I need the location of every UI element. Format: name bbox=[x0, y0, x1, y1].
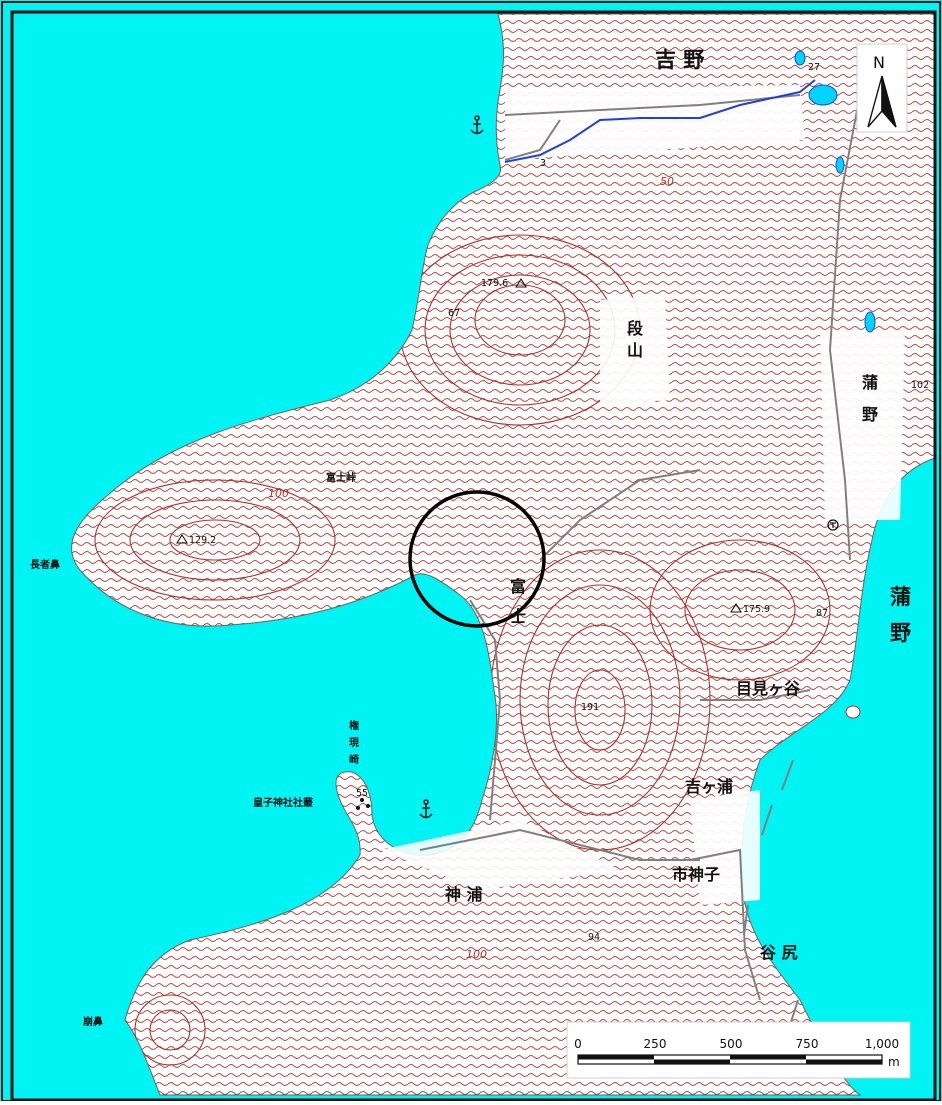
elevation-3: 3 bbox=[540, 158, 546, 169]
north-arrow-icon bbox=[867, 75, 897, 128]
elevation-179: 179.6 bbox=[481, 278, 508, 289]
triangulation-point-icon bbox=[176, 277, 742, 613]
place-tanijiri: 谷 尻 bbox=[760, 943, 798, 962]
contour-label-100-south: 100 bbox=[466, 948, 487, 961]
elevation-55: 55 bbox=[356, 788, 368, 799]
scale-unit: m bbox=[888, 1055, 900, 1069]
scale-tick-1000: 1,000 bbox=[865, 1037, 899, 1051]
svg-text:野: 野 bbox=[862, 405, 878, 424]
scale-tick-0: 0 bbox=[574, 1037, 582, 1051]
svg-text:現: 現 bbox=[349, 737, 359, 749]
place-fujitoge: 富士峠 bbox=[326, 471, 356, 484]
svg-text:段: 段 bbox=[627, 319, 644, 338]
scale-tick-500: 500 bbox=[720, 1037, 743, 1051]
svg-text:山: 山 bbox=[627, 341, 643, 360]
contour-label-50: 50 bbox=[660, 175, 674, 188]
settlement-areas bbox=[380, 85, 905, 905]
svg-text:蒲: 蒲 bbox=[862, 373, 878, 392]
svg-text:権: 権 bbox=[349, 719, 359, 732]
ponds bbox=[794, 50, 876, 333]
place-kiganoura: 吉ヶ浦 bbox=[685, 777, 733, 796]
svg-text:蒲: 蒲 bbox=[890, 585, 911, 609]
scale-bar: 0 250 500 750 1,000 m bbox=[566, 1021, 911, 1079]
contour-label-100-west: 100 bbox=[268, 487, 289, 500]
place-fuji: 富 士 bbox=[510, 577, 526, 626]
place-megamigatani: 目見ヶ谷 bbox=[736, 679, 801, 698]
scale-tick-250: 250 bbox=[644, 1037, 667, 1051]
svg-text:士: 士 bbox=[510, 607, 526, 626]
breakwater bbox=[743, 759, 799, 1026]
north-arrow: N bbox=[856, 43, 908, 133]
place-gamano-coast: 蒲 野 bbox=[890, 585, 911, 645]
river bbox=[504, 79, 816, 163]
anchor-icon bbox=[419, 799, 433, 819]
elevation-191: 191 bbox=[581, 702, 599, 713]
shrine-icon bbox=[356, 798, 370, 810]
islet bbox=[845, 705, 861, 719]
svg-text:崎: 崎 bbox=[349, 753, 359, 766]
place-kuzurebana: 崩鼻 bbox=[83, 1015, 103, 1028]
place-gongenzaki: 権 現 崎 bbox=[349, 719, 359, 766]
place-gamano-inland: 蒲 野 bbox=[862, 373, 878, 424]
scale-tick-750: 750 bbox=[796, 1037, 819, 1051]
anchor-icon bbox=[470, 115, 484, 135]
place-kamiura: 神 浦 bbox=[445, 885, 483, 904]
svg-text:富: 富 bbox=[510, 577, 526, 596]
elevation-175: 175.9 bbox=[743, 604, 770, 615]
elevation-67: 67 bbox=[448, 308, 460, 319]
elevation-129: 129.2 bbox=[189, 535, 216, 546]
place-yoshino: 吉 野 bbox=[655, 48, 704, 72]
place-ichikamiko: 市神子 bbox=[672, 865, 720, 884]
north-label: N bbox=[873, 53, 885, 72]
elevation-27: 27 bbox=[808, 62, 820, 73]
place-danyama: 段 山 bbox=[627, 319, 644, 360]
svg-text:野: 野 bbox=[890, 621, 911, 645]
place-choja-bana: 長者鼻 bbox=[30, 558, 60, 571]
elevation-87: 87 bbox=[816, 608, 828, 619]
post-office-icon bbox=[827, 519, 839, 531]
elevation-94: 94 bbox=[588, 932, 600, 943]
elevation-102: 102 bbox=[911, 380, 929, 391]
place-oujijinja: 皇子神社社叢 bbox=[253, 796, 314, 809]
highlight-circle bbox=[408, 490, 546, 628]
